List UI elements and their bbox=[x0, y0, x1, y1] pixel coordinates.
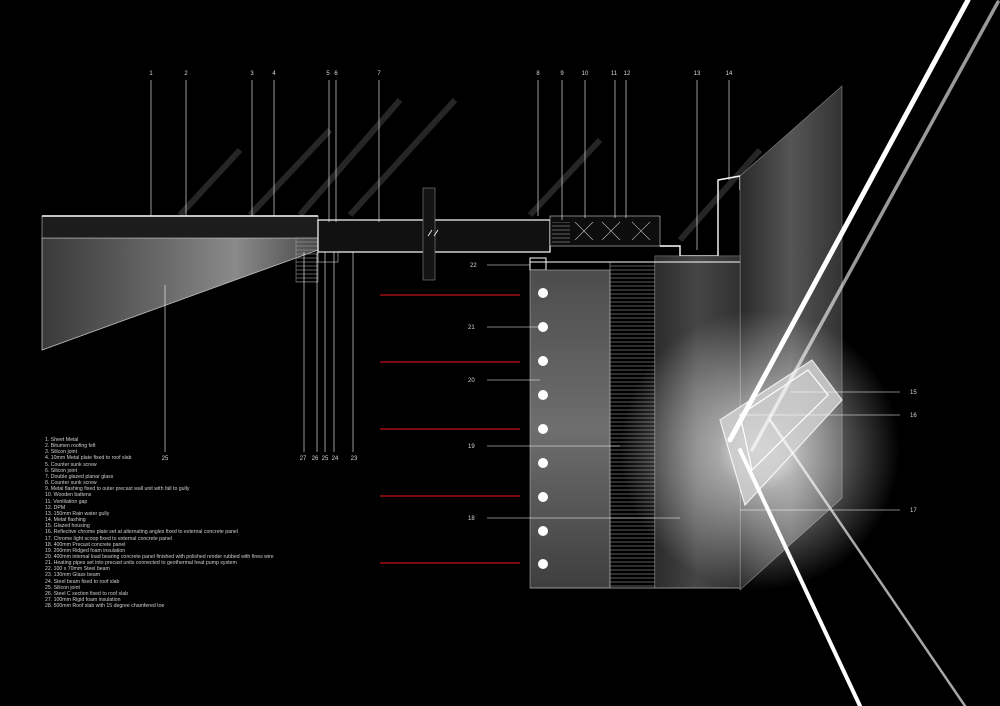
material-legend: 1. Sheet Metal 2. Bitumen roofing felt 3… bbox=[45, 437, 365, 609]
legend-item: 5. Counter sunk screw bbox=[45, 461, 97, 468]
legend-item: 16. Reflective chrome plate set at alter… bbox=[45, 529, 238, 536]
leader-lines bbox=[150, 80, 900, 519]
callout-4: 4 bbox=[272, 71, 276, 77]
legend-item: 23. 130mm Glass beam bbox=[45, 572, 101, 579]
callout-23: 23 bbox=[351, 456, 358, 462]
legend-item: 19. 200mm Ridged foam insulation bbox=[45, 547, 126, 554]
legend-item: 25. Silicon joint bbox=[45, 584, 80, 591]
legend-item: 17. Chrome light scoop fixed to external… bbox=[45, 535, 172, 542]
callout-16: 16 bbox=[910, 413, 917, 419]
callout-6: 6 bbox=[334, 71, 338, 77]
callout-26: 26 bbox=[312, 456, 319, 462]
roof-slab-top-layer bbox=[41, 215, 319, 239]
callout-25-slab: 25 bbox=[162, 456, 169, 462]
legend-item: 7. Double glazed planar glass bbox=[45, 473, 114, 480]
callout-27: 27 bbox=[300, 456, 307, 462]
bottom-callout-labels: 25 27 26 25 24 23 bbox=[162, 456, 358, 462]
callout-11: 11 bbox=[611, 71, 618, 77]
steel-c-section bbox=[317, 251, 339, 263]
legend-item: 6. Silicon joint bbox=[45, 467, 78, 474]
callout-24: 24 bbox=[332, 456, 339, 462]
glazed-housing bbox=[739, 369, 829, 472]
callout-9: 9 bbox=[560, 71, 564, 77]
callout-5: 5 bbox=[326, 71, 330, 77]
callout-18: 18 bbox=[468, 516, 475, 522]
legend-item: 28. 500mm Roof slab with 15 degree chamf… bbox=[45, 603, 165, 610]
callout-14: 14 bbox=[726, 71, 733, 77]
heating-pipes bbox=[538, 288, 548, 569]
right-callout-labels: 15 16 17 bbox=[910, 390, 917, 514]
callout-8: 8 bbox=[536, 71, 540, 77]
top-callout-labels: 1 2 3 4 5 6 7 8 9 10 11 12 13 14 bbox=[149, 71, 733, 77]
legend-item: 3. Silicon joint bbox=[45, 449, 78, 456]
callout-21: 21 bbox=[468, 325, 475, 331]
legend-item: 15. Glazed housing bbox=[45, 523, 90, 530]
legend-item: 13. 150mm Rain water gully bbox=[45, 510, 110, 517]
legend-item: 9. Metal flashing fixed to outer precast… bbox=[45, 486, 190, 493]
callout-10: 10 bbox=[582, 71, 589, 77]
callout-22: 22 bbox=[470, 263, 477, 269]
rigid-foam-insulation bbox=[295, 237, 319, 283]
callout-13: 13 bbox=[694, 71, 701, 77]
legend-item: 10. Wooden battens bbox=[45, 492, 92, 499]
callout-1: 1 bbox=[149, 71, 153, 77]
legend-item: 18. 400mm Precast concrete panel bbox=[45, 541, 126, 548]
legend-item: 14. Metal flashing bbox=[45, 517, 86, 524]
legend-item: 20. 400mm internal load bearing concrete… bbox=[45, 553, 274, 560]
legend-item: 27. 100mm Rigid foam insulation bbox=[45, 597, 121, 604]
legend-item: 4. 10mm Metal plate fixed to roof slab bbox=[45, 455, 132, 462]
legend-item: 8. Counter sunk screw bbox=[45, 480, 97, 487]
legend-item: 1. Sheet Metal bbox=[45, 437, 79, 443]
callout-17: 17 bbox=[910, 508, 917, 514]
legend-item: 21. Heating pipes set into precast units… bbox=[45, 560, 237, 567]
legend-item: 2. Bitumen roofing felt bbox=[45, 443, 96, 450]
callout-19: 19 bbox=[468, 444, 475, 450]
steel-beam bbox=[529, 257, 547, 271]
callout-20: 20 bbox=[468, 378, 475, 384]
callout-25: 25 bbox=[322, 456, 329, 462]
projection-lines bbox=[177, 97, 763, 242]
legend-item: 11. Ventilation gap bbox=[45, 498, 88, 505]
light-beams bbox=[727, 0, 1000, 706]
legend-item: 22. 100 x 70mm Steel beam bbox=[45, 566, 110, 573]
section-callout-labels: 22 21 20 19 18 bbox=[468, 263, 477, 522]
heat-indicator-lines bbox=[380, 294, 520, 564]
callout-15: 15 bbox=[910, 390, 917, 396]
legend-item: 12. DPM bbox=[45, 504, 66, 511]
legend-item: 24. Steel beam fixed to roof slab bbox=[45, 578, 120, 585]
callout-12: 12 bbox=[624, 71, 631, 77]
callout-7: 7 bbox=[377, 71, 381, 77]
callout-3: 3 bbox=[250, 71, 254, 77]
roof-slab bbox=[41, 237, 319, 351]
callout-2: 2 bbox=[184, 71, 188, 77]
legend-item: 26. Steel C section fixed to roof slab bbox=[45, 590, 129, 597]
